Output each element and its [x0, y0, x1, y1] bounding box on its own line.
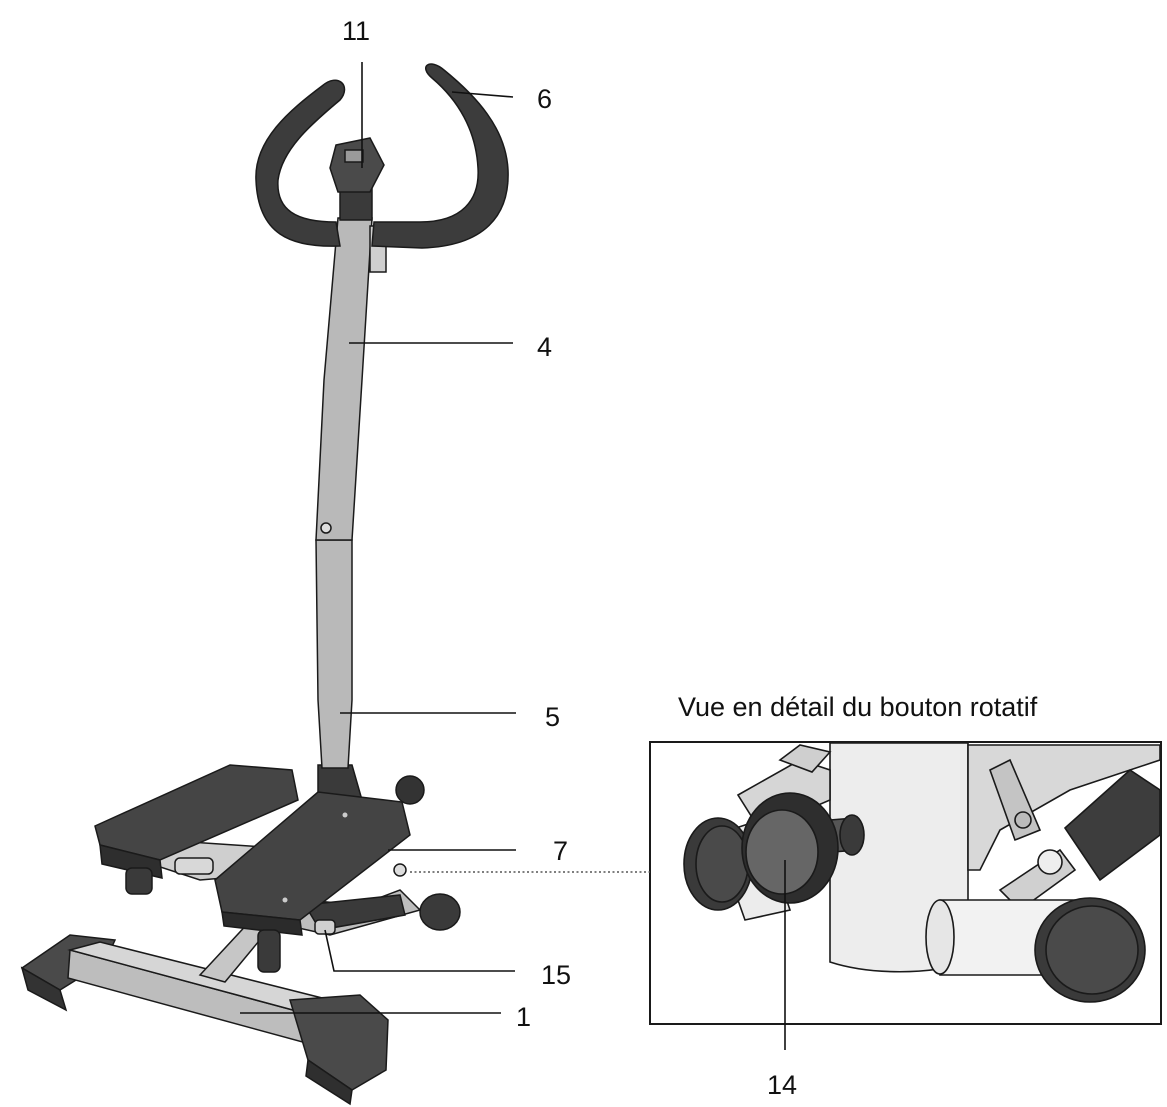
label-14: 14: [767, 1070, 797, 1100]
right-pedal: [214, 791, 461, 973]
resistance-knob-top: [395, 775, 425, 805]
lower-tube: [315, 539, 353, 769]
label-4: 4: [537, 332, 552, 362]
label-15: 15: [541, 960, 571, 990]
handlebar: [255, 63, 509, 249]
label-11: 11: [342, 16, 370, 46]
detail-inset: [649, 741, 1162, 1025]
label-5: 5: [545, 702, 560, 732]
label-7: 7: [553, 836, 568, 866]
leader-6: [451, 91, 514, 98]
stepper-machine: [20, 63, 509, 1106]
label-1: 1: [516, 1002, 531, 1032]
label-6: 6: [537, 84, 552, 114]
leader-15: [324, 929, 515, 972]
left-pedal: [94, 764, 322, 895]
upper-tube: [315, 217, 373, 541]
console: [329, 137, 385, 221]
detail-caption: Vue en détail du bouton rotatif: [678, 692, 1038, 722]
